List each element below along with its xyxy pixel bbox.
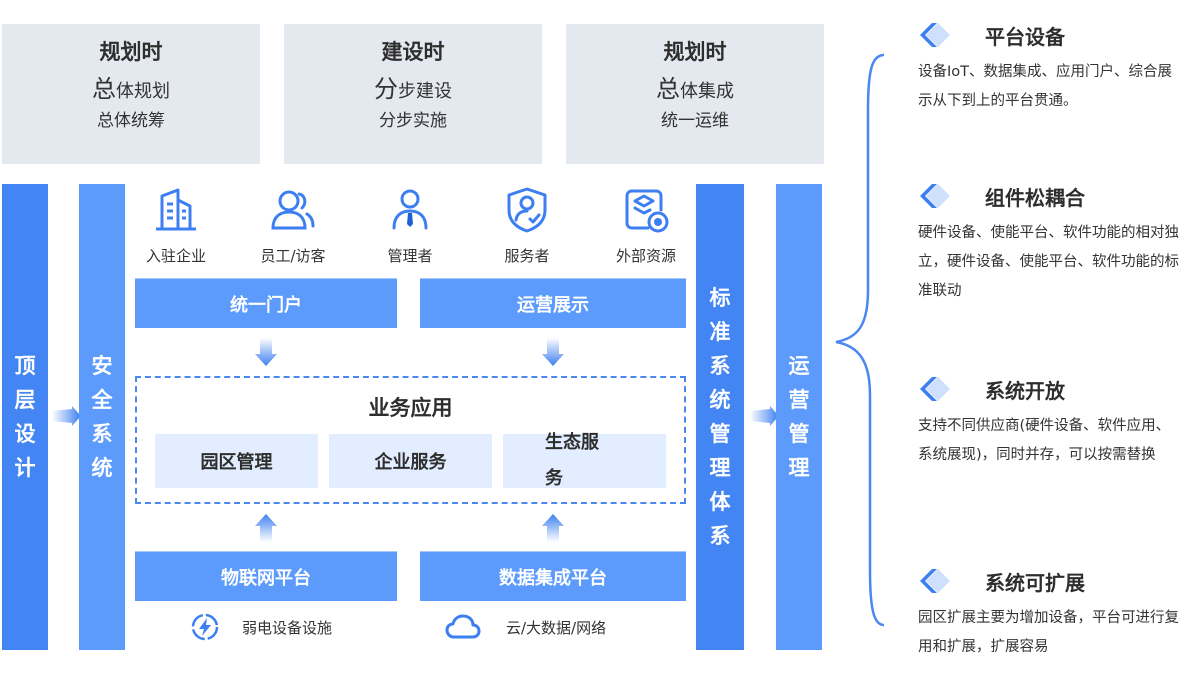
feature-description: 支持不同供应商(硬件设备、软件应用、系统展现)，同时并存，可以按需替换 — [918, 418, 1171, 463]
arrow-up-icon — [542, 514, 564, 542]
feature-description: 设备IoT、数据集成、应用门户、综合展示从下到上的平台贯通。 — [918, 64, 1173, 109]
lightning-icon — [191, 613, 219, 641]
phase-card-integration: 规划时 总体集成 统一运维 — [566, 24, 824, 164]
role-manager: 管理者 — [365, 186, 455, 266]
diamond-chevron-icon — [920, 23, 950, 47]
feature-title: 系统可扩展 — [985, 570, 1085, 595]
diamond-chevron-icon — [920, 184, 950, 208]
role-label: 入驻企业 — [145, 247, 206, 265]
app-ecosystem-service: 生态服务 — [503, 432, 666, 489]
phase-line-1: 总体集成 — [656, 75, 734, 103]
phase-card-planning: 规划时 总体规划 总体统筹 — [2, 24, 260, 164]
role-label: 员工/访客 — [260, 247, 326, 265]
role-service-provider: 服务者 — [482, 186, 572, 266]
feature-title: 平台设备 — [985, 24, 1065, 49]
diamond-chevron-icon — [920, 569, 950, 593]
cloud-icon — [445, 614, 481, 639]
app-park-management: 园区管理 — [155, 434, 318, 488]
role-label: 外部资源 — [615, 247, 676, 265]
footer-weak-current-facilities: 弱电设备设施 — [190, 612, 332, 642]
feature-title: 组件松耦合 — [985, 185, 1085, 210]
role-label: 服务者 — [504, 247, 550, 265]
phase-line-1: 总体规划 — [92, 75, 170, 103]
business-title: 业务应用 — [368, 396, 453, 420]
phase-line-2: 分步实施 — [379, 111, 447, 131]
app-enterprise-service: 企业服务 — [329, 434, 492, 488]
phase-line-2: 统一运维 — [661, 111, 729, 131]
resource-gear-icon — [625, 189, 669, 233]
column-standards-management: 标准系统 管理体系 — [696, 184, 744, 650]
column-label: 顶层设计 — [14, 354, 36, 480]
role-staff-visitor: 员工/访客 — [248, 186, 338, 266]
phase-title: 规划时 — [99, 40, 163, 64]
feature-title: 系统开放 — [985, 378, 1065, 403]
arrow-right-icon — [52, 406, 81, 426]
arrow-up-icon — [255, 514, 277, 542]
role-label: 管理者 — [387, 247, 433, 265]
bar-operations-display: 运营展示 — [420, 278, 686, 328]
arrow-down-icon — [542, 338, 564, 366]
feature-platform-devices: 平台设备 设备IoT、数据集成、应用门户、综合展示从下到上的平台贯通。 — [918, 20, 1180, 116]
column-security-system: 安全系统 — [79, 184, 125, 650]
business-applications-group: 业务应用 园区管理 企业服务 生态服务 — [135, 376, 686, 504]
shield-user-icon — [507, 187, 547, 233]
phase-card-construction: 建设时 分步建设 分步实施 — [284, 24, 542, 164]
feature-scalability: 系统可扩展 园区扩展主要为增加设备，平台可进行复用和扩展，扩展容易 — [918, 566, 1180, 662]
phase-title: 规划时 — [663, 40, 727, 64]
feature-loose-coupling: 组件松耦合 硬件设备、使能平台、软件功能的相对独立，硬件设备、使能平台、软件功能… — [918, 181, 1180, 306]
role-external-resources: 外部资源 — [601, 186, 691, 266]
manager-icon — [392, 189, 428, 230]
feature-description: 硬件设备、使能平台、软件功能的相对独立，硬件设备、使能平台、软件功能的标准联动 — [918, 225, 1179, 299]
column-top-design: 顶层设计 — [2, 184, 48, 650]
phase-line-1: 分步建设 — [374, 75, 452, 103]
footer-label: 弱电设备设施 — [242, 618, 333, 637]
column-operations-management: 运营管理 — [776, 184, 822, 650]
arrow-down-icon — [255, 338, 277, 366]
feature-system-openness: 系统开放 支持不同供应商(硬件设备、软件应用、系统展现)，同时并存，可以按需替换 — [918, 374, 1180, 470]
bar-unified-portal: 统一门户 — [135, 278, 397, 328]
bar-iot-platform: 物联网平台 — [135, 551, 397, 601]
bar-data-integration-platform: 数据集成平台 — [420, 551, 686, 601]
column-label: 标准系统 管理体系 — [709, 286, 731, 548]
column-label: 安全系统 — [91, 354, 113, 480]
users-icon — [271, 190, 315, 230]
role-enterprise: 入驻企业 — [131, 186, 221, 266]
phase-title: 建设时 — [381, 40, 445, 64]
column-label: 运营管理 — [788, 354, 810, 480]
building-icon — [156, 188, 196, 231]
phase-line-2: 总体统筹 — [97, 111, 165, 131]
diamond-chevron-icon — [920, 377, 950, 401]
footer-label: 云/大数据/网络 — [506, 618, 607, 637]
curly-brace — [835, 53, 885, 627]
arrow-right-icon — [750, 406, 779, 426]
footer-cloud-bigdata-network: 云/大数据/网络 — [444, 612, 606, 642]
feature-description: 园区扩展主要为增加设备，平台可进行复用和扩展，扩展容易 — [918, 610, 1179, 655]
